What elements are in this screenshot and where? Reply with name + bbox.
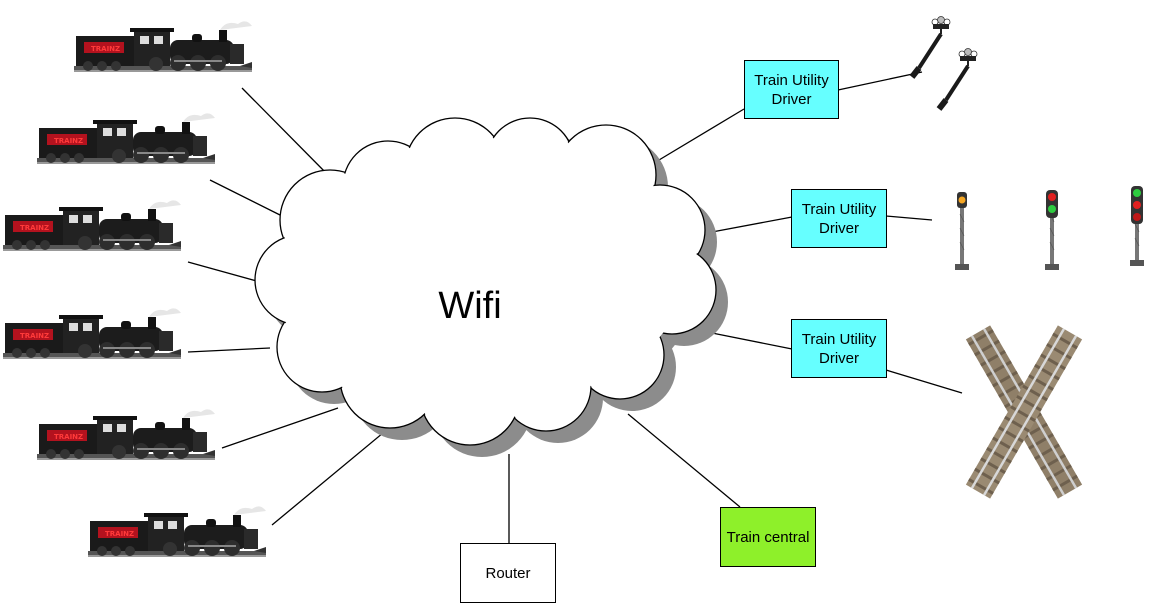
locomotive-1: TRAINZ — [74, 21, 252, 72]
locomotive-6: TRAINZ — [88, 506, 266, 557]
train-utility-driver-lamps: Train Utility Driver — [744, 60, 839, 119]
connector-lines — [187, 71, 963, 543]
node-label: Train Utility Driver — [801, 200, 877, 237]
cloud-label: Wifi — [438, 285, 501, 327]
signal-three-light-icon — [1129, 186, 1145, 267]
link-signals — [885, 215, 933, 221]
rail-switch-icon — [965, 325, 1083, 499]
train-utility-driver-signals: Train Utility Driver — [791, 189, 887, 248]
signal-one-light-icon — [954, 192, 970, 271]
locomotive-4: TRAINZ — [3, 308, 181, 359]
link-driver-switch — [711, 332, 793, 350]
link-driver-lamps — [653, 108, 745, 164]
link-loco-1 — [241, 87, 334, 181]
locomotive-logo: TRAINZ — [54, 433, 83, 441]
locomotive-logo: TRAINZ — [91, 45, 120, 53]
link-loco-5 — [221, 407, 339, 449]
locomotive-5: TRAINZ — [37, 409, 215, 460]
link-lamps — [837, 71, 923, 91]
node-label: Train Utility Driver — [801, 330, 877, 367]
locomotive-3: TRAINZ — [3, 200, 181, 251]
router: Router — [460, 543, 556, 603]
cloud — [256, 119, 715, 444]
link-driver-signals — [711, 216, 793, 233]
link-loco-3 — [187, 261, 265, 284]
locomotive-logo: TRAINZ — [54, 137, 83, 145]
locomotive-logo: TRAINZ — [105, 530, 134, 538]
train-utility-driver-switch: Train Utility Driver — [791, 319, 887, 378]
node-label: Router — [485, 564, 531, 582]
node-label: Train central — [726, 528, 810, 546]
link-switch — [885, 369, 963, 394]
train-central: Train central — [720, 507, 816, 567]
node-label: Train Utility Driver — [754, 71, 829, 108]
locomotive-logo: TRAINZ — [20, 332, 49, 340]
signal-two-light-icon — [1044, 190, 1060, 271]
street-lamp-icon — [912, 17, 950, 78]
locomotive-2: TRAINZ — [37, 113, 215, 164]
street-lamp-icon — [939, 49, 977, 110]
link-loco-4 — [187, 347, 271, 353]
link-loco-6 — [271, 432, 384, 526]
link-central — [627, 413, 741, 508]
locomotive-logo: TRAINZ — [20, 224, 49, 232]
